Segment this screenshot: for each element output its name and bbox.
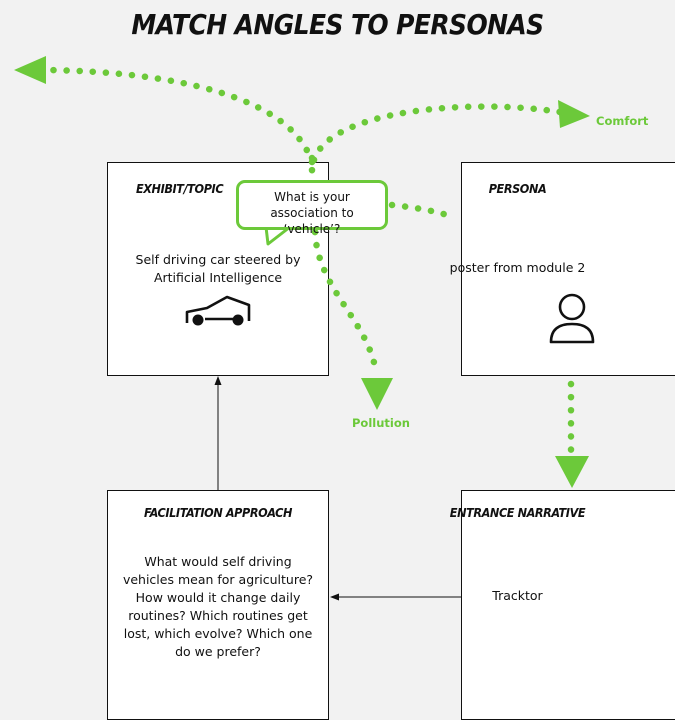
dotted-arrow-persona-to-entrance	[555, 380, 589, 488]
entrance-narrative-text: Tracktor	[492, 588, 543, 603]
dotted-link-to-persona	[388, 201, 460, 222]
persona-heading: PERSONA	[488, 181, 547, 196]
persona-box: PERSONA poster from module 2	[450, 162, 675, 376]
exhibit-topic-text: Self driving car steered by Artificial I…	[135, 252, 301, 285]
pollution-label: Pollution	[352, 416, 410, 430]
facilitation-approach-box: FACILITATION APPROACH What would self dr…	[107, 490, 329, 720]
car-icon	[185, 295, 251, 326]
speech-bubble: What is your association to ‘vehicle’?	[236, 180, 388, 236]
facilitation-approach-heading: FACILITATION APPROACH	[143, 505, 293, 520]
diagram-connectors	[14, 56, 595, 601]
dotted-arrow-pollution	[311, 228, 393, 410]
facilitation-approach-text: What would self driving vehicles mean fo…	[122, 554, 314, 659]
dotted-arrow-comfort	[310, 100, 590, 164]
persona-text: poster from module 2	[449, 260, 586, 275]
arrow-entrance-to-facilitation	[330, 593, 461, 601]
page-title: MATCH ANGLES TO PERSONAS	[131, 8, 544, 41]
exhibit-topic-heading: EXHIBIT/TOPIC	[136, 181, 224, 196]
comfort-label: Comfort	[596, 114, 649, 128]
person-icon	[549, 293, 595, 344]
dotted-arrow-up-left	[14, 56, 316, 166]
entrance-narrative-box: ENTRANCE NARRATIVE Tracktor	[450, 490, 675, 720]
arrow-facilitation-to-exhibit	[214, 376, 222, 490]
entrance-narrative-heading: ENTRANCE NARRATIVE	[449, 505, 586, 520]
